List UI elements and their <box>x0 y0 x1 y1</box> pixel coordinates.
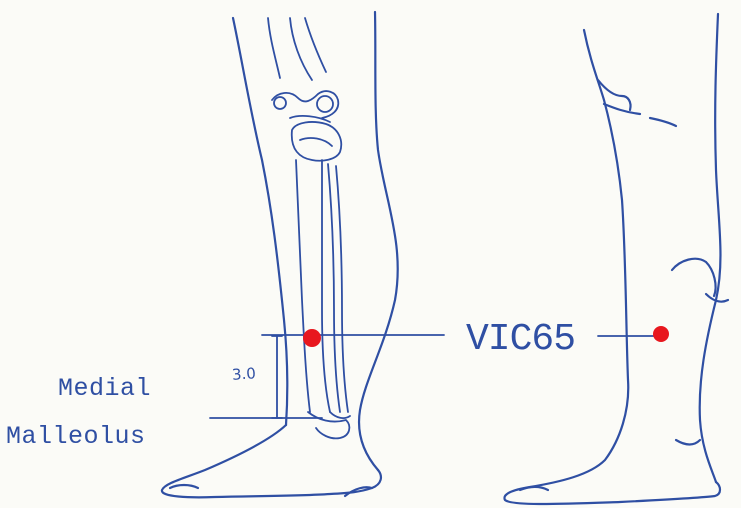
label-malleolus: Malleolus <box>6 422 146 451</box>
right-leg-outline <box>504 14 728 504</box>
left-leg-bones <box>268 18 350 438</box>
acupoint-marker-left <box>303 329 321 347</box>
acupoint-marker-right <box>653 326 669 342</box>
left-leg-outline <box>162 12 398 497</box>
acupoint-label: VIC65 <box>466 318 575 361</box>
label-medial: Medial <box>58 374 151 403</box>
measurement-label: 3.0 <box>231 364 256 384</box>
